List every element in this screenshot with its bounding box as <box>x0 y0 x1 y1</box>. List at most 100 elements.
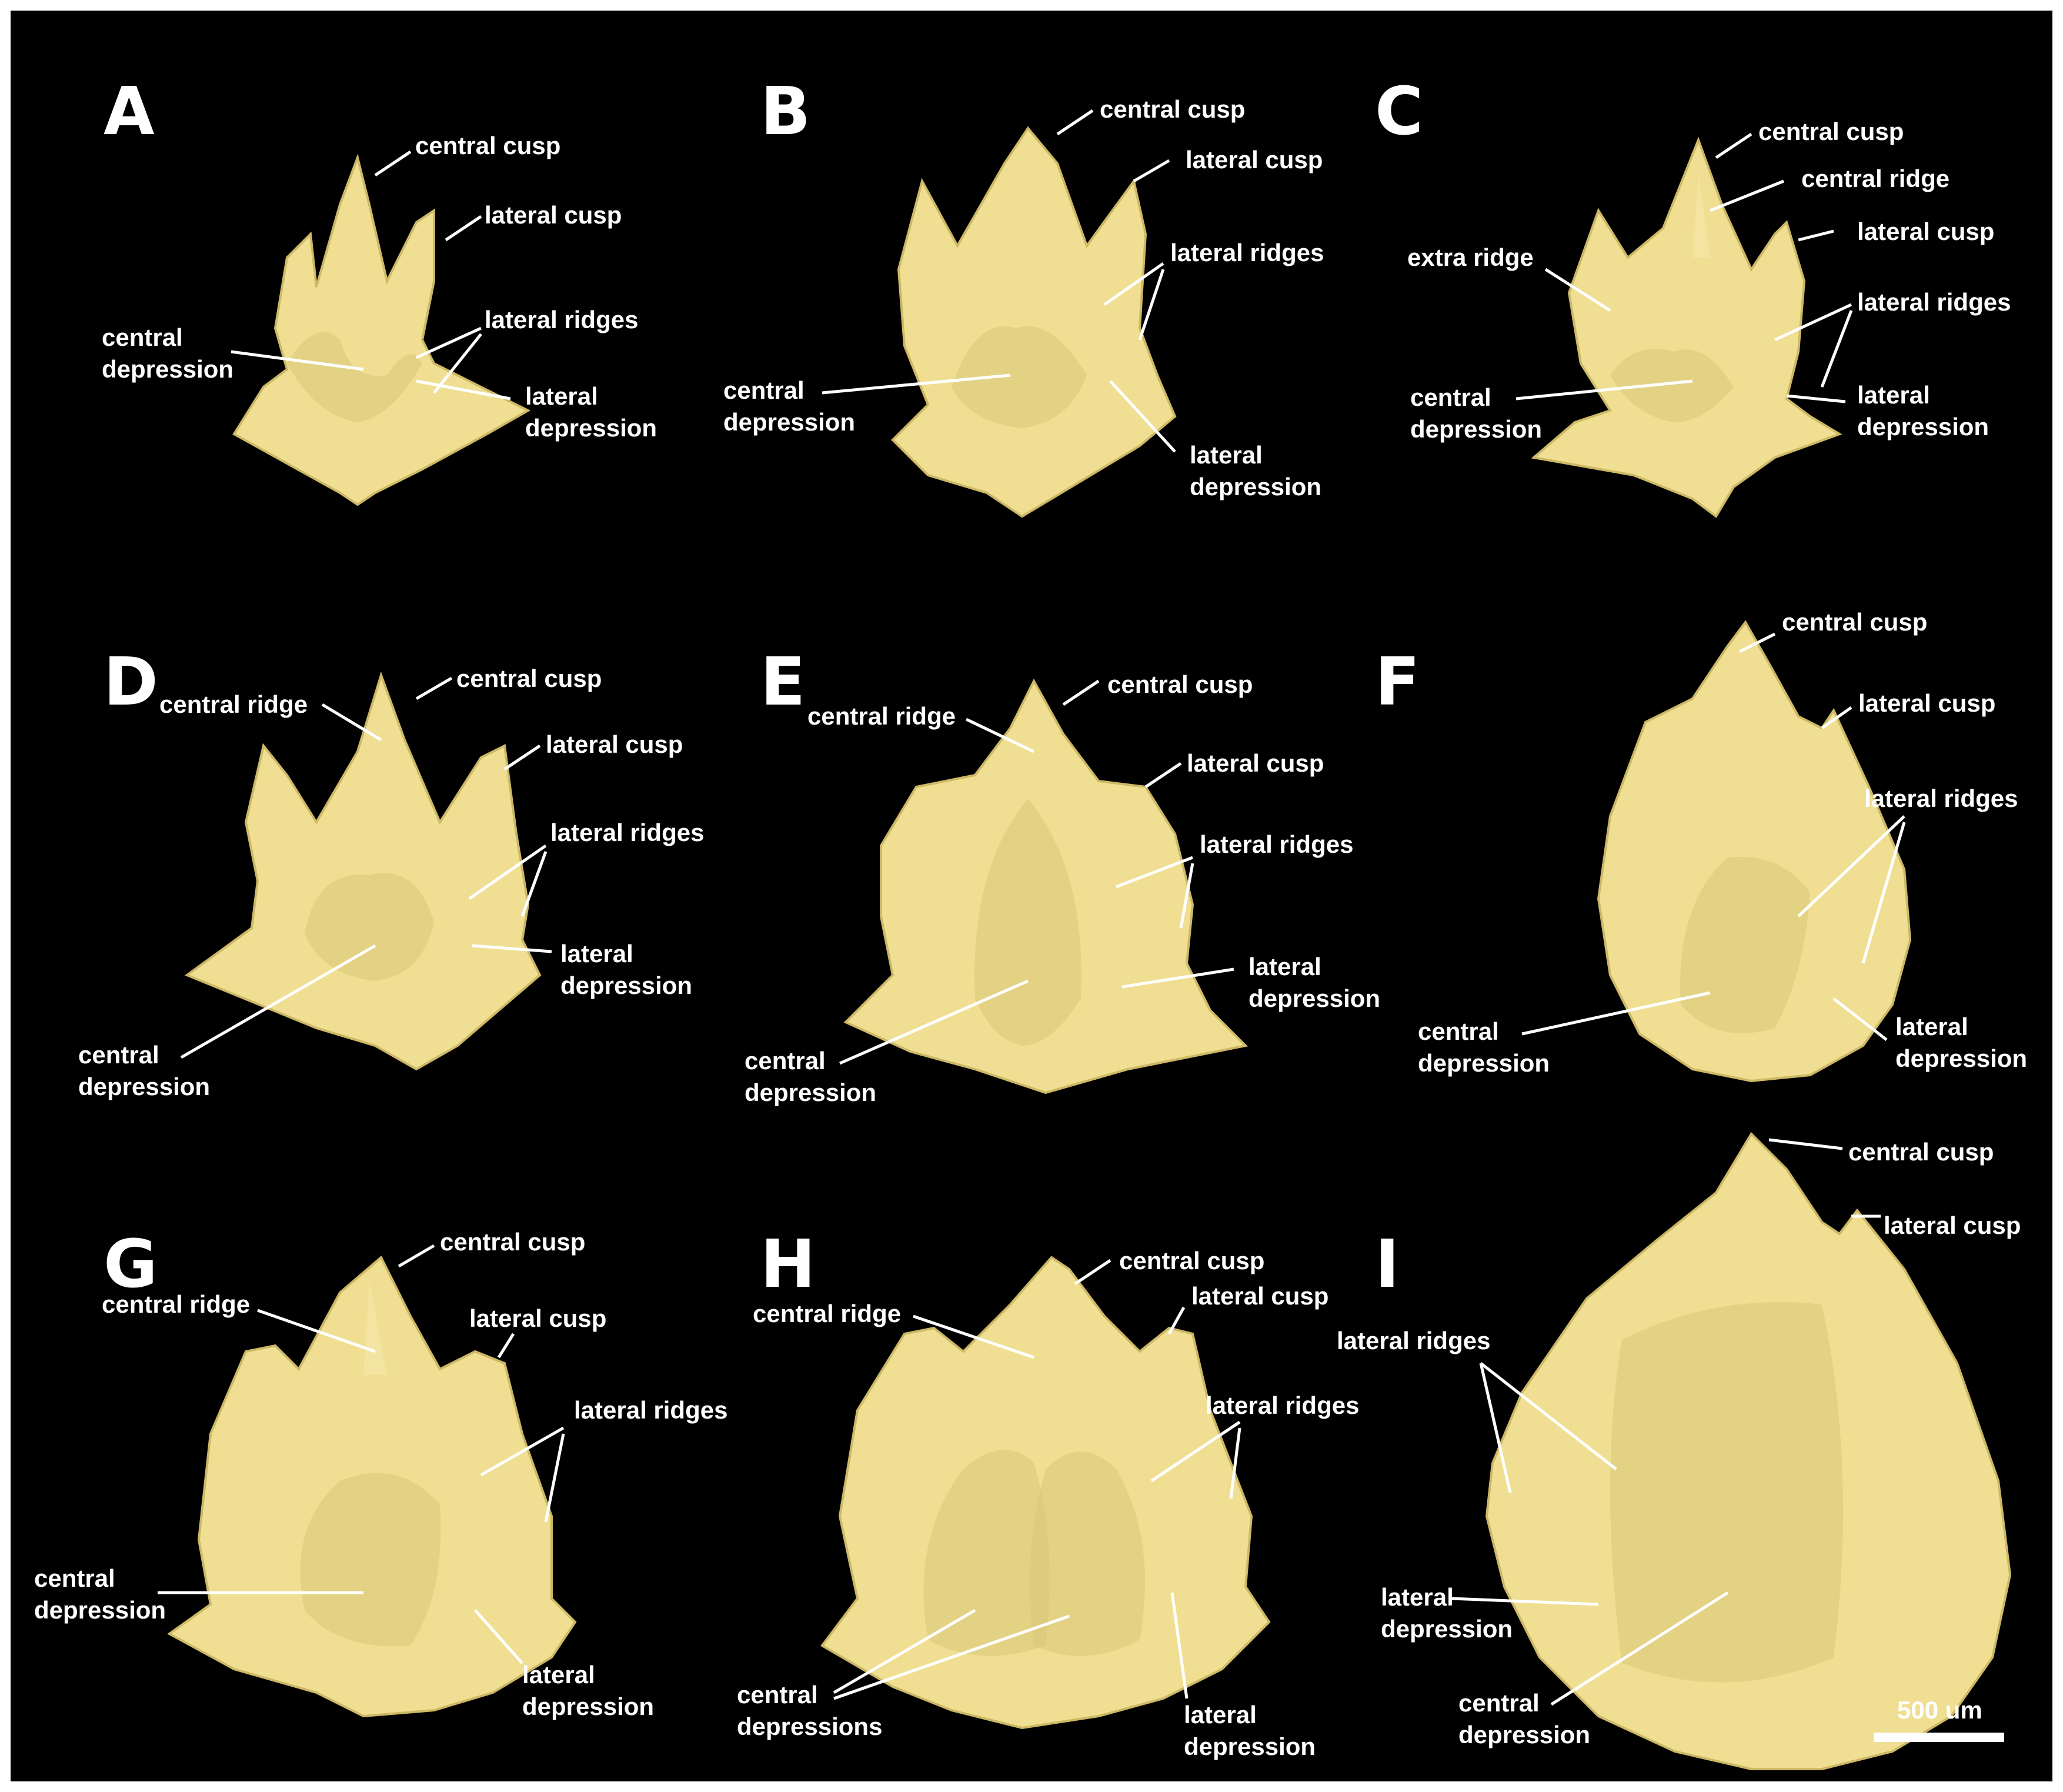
label-i-lateral-depression-1: lateral <box>1381 1583 1454 1611</box>
label-h-central-depressions-1: central <box>737 1681 818 1708</box>
leader-g-lateral-ridges <box>480 1426 565 1523</box>
panel-letter-c: C <box>1375 74 1423 150</box>
panel-a: A central cusp lateral cusp lateral ridg… <box>102 74 657 506</box>
label-f-lateral-depression-1: lateral <box>1895 1013 1968 1040</box>
label-d-lateral-cusp: lateral cusp <box>546 730 683 758</box>
leader-a-central-depression <box>231 350 364 371</box>
label-b-central-depression-2: depression <box>723 408 855 436</box>
leader-i-central-depression <box>1550 1591 1729 1706</box>
leader-h-lateral-ridges <box>1150 1420 1241 1499</box>
label-h-lateral-ridges: lateral ridges <box>1206 1391 1359 1419</box>
tooth-b <box>891 126 1177 518</box>
leader-b-lateral-cusp <box>1133 159 1170 183</box>
leader-d-central-depression <box>180 944 376 1059</box>
panel-e: E central cusp central ridge lateral cus… <box>745 644 1380 1106</box>
label-b-lateral-depression-1: lateral <box>1190 441 1263 469</box>
tooth-a <box>232 153 531 506</box>
label-b-lateral-ridges: lateral ridges <box>1170 239 1324 266</box>
label-f-central-depression-1: central <box>1418 1017 1499 1045</box>
label-d-central-depression-1: central <box>78 1041 159 1069</box>
label-i-lateral-cusp: lateral cusp <box>1884 1212 2021 1239</box>
label-d-central-cusp: central cusp <box>456 665 602 692</box>
leader-h-central-ridge <box>913 1314 1034 1359</box>
leader-g-central-cusp <box>398 1244 435 1268</box>
leader-e-lateral-ridges <box>1116 856 1194 929</box>
label-d-lateral-ridges: lateral ridges <box>550 819 704 846</box>
label-h-lateral-depression-2: depression <box>1184 1733 1316 1760</box>
label-e-lateral-depression-1: lateral <box>1249 953 1321 980</box>
tooth-h <box>820 1256 1271 1730</box>
leader-b-lateral-depression <box>1109 380 1176 453</box>
panel-f: F central cusp lateral cusp lateral ridg… <box>1375 608 2027 1083</box>
leader-g-lateral-cusp <box>497 1333 515 1359</box>
leader-c-extra-ridge <box>1544 268 1611 312</box>
panel-letter-g: G <box>104 1226 158 1303</box>
label-c-lateral-cusp: lateral cusp <box>1857 218 1994 245</box>
leader-c-central-ridge <box>1710 179 1784 212</box>
leader-a-central-cusp <box>374 150 412 177</box>
leader-d-lateral-cusp <box>503 744 541 771</box>
leader-c-central-depression <box>1515 379 1693 401</box>
leader-h-lateral-depression <box>1170 1592 1189 1699</box>
label-e-central-ridge: central ridge <box>807 702 956 730</box>
label-g-lateral-ridges: lateral ridges <box>574 1396 727 1424</box>
label-c-central-depression-2: depression <box>1410 415 1542 443</box>
figure-svg: A central cusp lateral cusp lateral ridg… <box>34 74 2027 1770</box>
leader-a-lateral-depression <box>416 379 511 401</box>
panel-b: B central cusp lateral cusp lateral ridg… <box>723 74 1324 518</box>
label-e-central-depression-1: central <box>745 1047 826 1074</box>
panel-d: D central cusp central ridge lateral cus… <box>78 644 704 1100</box>
label-c-lateral-depression-1: lateral <box>1857 381 1930 409</box>
label-g-central-depression-2: depression <box>34 1596 166 1624</box>
panel-letter-d: D <box>104 644 158 720</box>
leader-c-lateral-ridges <box>1774 303 1853 388</box>
figure-canvas: A central cusp lateral cusp lateral ridg… <box>11 11 2052 1781</box>
tooth-e <box>843 678 1249 1094</box>
leader-b-central-depression <box>822 373 1011 395</box>
label-c-extra-ridge: extra ridge <box>1407 243 1534 271</box>
panel-letter-a: A <box>104 74 155 150</box>
label-d-central-depression-2: depression <box>78 1073 210 1100</box>
label-h-lateral-cusp: lateral cusp <box>1191 1282 1328 1310</box>
leader-e-central-depression <box>839 979 1029 1065</box>
leader-e-central-ridge <box>965 718 1035 753</box>
label-a-lateral-depression-2: depression <box>525 414 657 442</box>
label-d-lateral-depression-2: depression <box>560 972 692 999</box>
leader-h-lateral-cusp <box>1167 1306 1186 1335</box>
label-h-central-depressions-2: depressions <box>737 1713 882 1740</box>
label-f-lateral-depression-2: depression <box>1895 1045 2027 1072</box>
label-b-lateral-cusp: lateral cusp <box>1186 146 1323 173</box>
label-i-lateral-ridges: lateral ridges <box>1337 1327 1490 1354</box>
leader-e-lateral-depression <box>1121 967 1234 989</box>
label-a-central-depression-2: depression <box>102 355 233 383</box>
label-i-central-depression-2: depression <box>1458 1721 1590 1748</box>
label-a-lateral-depression-1: lateral <box>525 382 598 410</box>
leader-i-lateral-ridges <box>1479 1362 1617 1493</box>
label-a-lateral-cusp: lateral cusp <box>485 201 622 229</box>
label-e-lateral-ridges: lateral ridges <box>1200 830 1353 858</box>
leader-c-central-cusp <box>1715 132 1752 159</box>
label-c-central-ridge: central ridge <box>1801 165 1949 192</box>
panel-g: G central cusp central ridge lateral cus… <box>34 1226 727 1720</box>
leader-a-lateral-ridges <box>415 326 482 394</box>
label-g-lateral-cusp: lateral cusp <box>469 1304 606 1332</box>
label-e-central-cusp: central cusp <box>1107 670 1253 698</box>
panel-i: I central cusp lateral cusp lateral ridg… <box>1337 1132 2021 1770</box>
label-f-central-cusp: central cusp <box>1782 608 1927 636</box>
label-f-lateral-ridges: lateral ridges <box>1864 785 2018 812</box>
tooth-c <box>1531 136 1842 518</box>
leader-e-central-cusp <box>1062 679 1100 706</box>
leader-b-central-cusp <box>1056 109 1094 136</box>
leader-i-lateral-depression <box>1451 1597 1599 1606</box>
leader-h-central-cusp <box>1074 1259 1111 1286</box>
panel-letter-b: B <box>760 74 810 150</box>
leader-b-lateral-ridges <box>1103 262 1165 341</box>
scale-bar-label: 500 um <box>1897 1696 1982 1724</box>
label-g-central-depression-1: central <box>34 1564 115 1592</box>
leader-c-lateral-depression <box>1786 394 1846 403</box>
leader-h-central-depressions <box>833 1609 1070 1700</box>
label-c-lateral-ridges: lateral ridges <box>1857 288 2011 316</box>
label-d-central-ridge: central ridge <box>159 690 308 718</box>
leader-d-central-ridge <box>321 703 382 742</box>
label-h-central-cusp: central cusp <box>1119 1247 1264 1274</box>
